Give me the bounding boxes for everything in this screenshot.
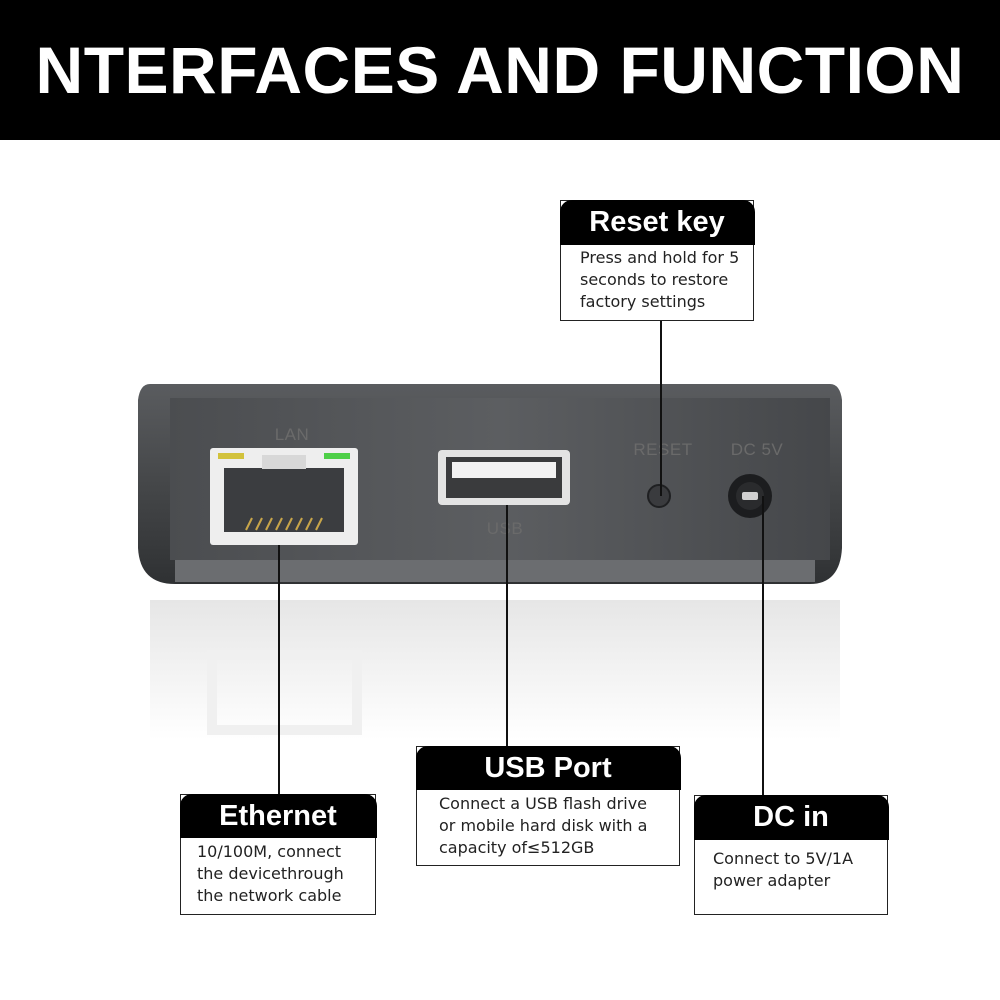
page-title: NTERFACES AND FUNCTION [35, 33, 965, 107]
callout-dc-line: power adapter [713, 870, 831, 890]
reset-button [647, 484, 671, 508]
callout-reset-line: seconds to restore [580, 269, 729, 289]
callout-usb-line: or mobile hard disk with a [439, 815, 648, 835]
callout-ethernet-line: 10/100M, connect [197, 841, 342, 861]
callout-dc-line: Connect to 5V/1A [713, 848, 854, 868]
callout-reset-text: Press and hold for 5 seconds to restore … [561, 245, 753, 313]
base-trim [175, 560, 815, 582]
callout-ethernet-title: Ethernet [179, 793, 377, 838]
leader-ethernet [278, 545, 280, 795]
callout-usb-title: USB Port [415, 745, 681, 790]
callout-reset-line: factory settings [580, 291, 706, 311]
lan-port-latch [262, 455, 306, 469]
lan-led-green [324, 453, 350, 459]
lan-reflection [207, 650, 362, 735]
dc-label: DC 5V [731, 440, 784, 459]
callout-reset-title: Reset key [559, 199, 755, 245]
callout-reset: Reset key Press and hold for 5 seconds t… [559, 199, 755, 321]
callout-dc-title: DC in [693, 794, 889, 840]
callout-usb-line: capacity of≤512GB [439, 837, 595, 857]
reset-label: RESET [633, 440, 692, 459]
leader-dc [762, 496, 764, 796]
lan-led-yellow [218, 453, 244, 459]
callout-ethernet-line: the devicethrough [197, 863, 344, 883]
leader-usb [506, 505, 508, 747]
usb-label: USB [487, 519, 523, 538]
callout-usb-line: Connect a USB flash drive [439, 793, 647, 813]
lan-label: LAN [275, 425, 310, 444]
header-banner: NTERFACES AND FUNCTION [0, 0, 1000, 140]
lan-pins [245, 517, 323, 531]
callout-usb-text: Connect a USB flash drive or mobile hard… [417, 790, 679, 859]
callout-ethernet-text: 10/100M, connect the devicethrough the n… [181, 838, 375, 907]
callout-usb: USB Port Connect a USB flash drive or mo… [415, 745, 681, 866]
usb-port-tongue [452, 462, 556, 478]
dc-jack-pin [742, 492, 758, 500]
callout-ethernet-line: the network cable [197, 885, 342, 905]
callout-reset-line: Press and hold for 5 [580, 247, 740, 267]
callout-dc-text: Connect to 5V/1A power adapter [695, 840, 887, 892]
device-reflection [150, 600, 840, 740]
lan-port-cavity [224, 468, 344, 532]
leader-reset [660, 320, 662, 496]
callout-dc: DC in Connect to 5V/1A power adapter [693, 794, 889, 915]
callout-ethernet: Ethernet 10/100M, connect the devicethro… [179, 793, 377, 915]
